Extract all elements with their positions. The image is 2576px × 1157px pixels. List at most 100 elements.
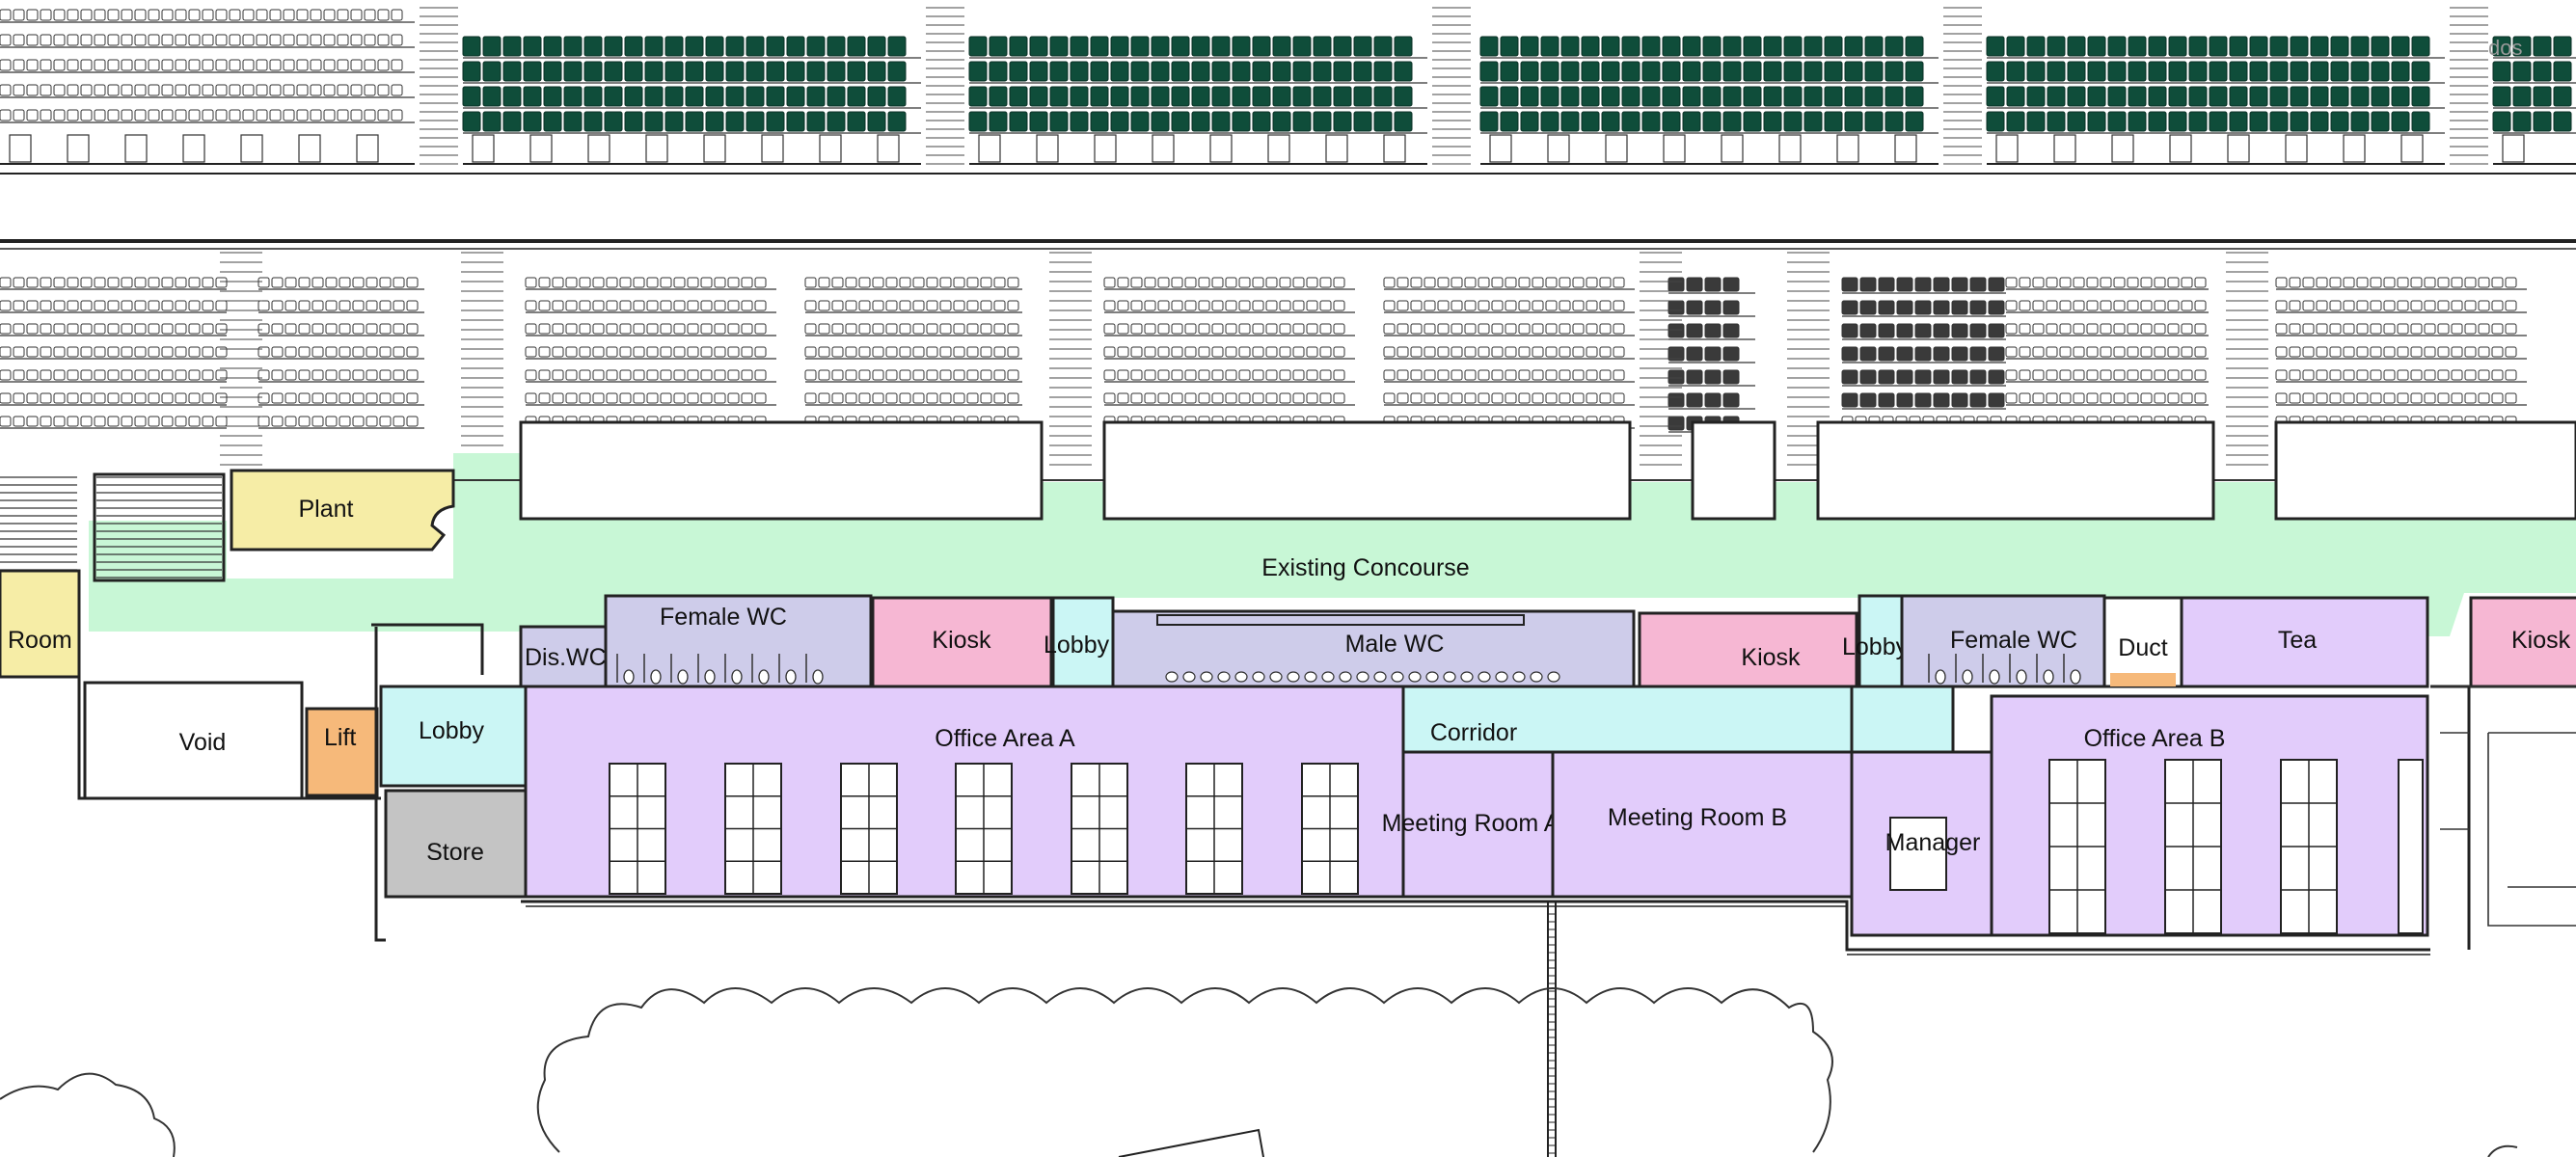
seat — [858, 300, 871, 311]
toilet-icon — [758, 669, 770, 685]
seat — [1601, 36, 1620, 57]
seat — [746, 36, 765, 57]
seat — [161, 323, 174, 335]
seat — [1211, 36, 1231, 57]
seat — [633, 346, 645, 358]
seat — [786, 111, 805, 132]
kiosk-c-label: Kiosk — [2511, 627, 2571, 654]
seat — [2128, 36, 2147, 57]
seat — [283, 9, 295, 21]
seat — [1265, 346, 1278, 358]
seat — [1144, 323, 1156, 335]
seat — [1572, 346, 1585, 358]
seat — [543, 36, 562, 57]
seat — [579, 277, 591, 288]
seat — [2087, 61, 2106, 82]
seat — [1641, 111, 1661, 132]
seat — [1070, 61, 1089, 82]
seat — [2249, 111, 2268, 132]
seat — [0, 416, 12, 427]
seat — [1070, 86, 1089, 107]
meeting-room-b — [1551, 750, 1854, 899]
seat — [523, 86, 542, 107]
seat — [107, 34, 120, 46]
seat — [1272, 61, 1291, 82]
seat — [2343, 323, 2355, 335]
seat — [2478, 346, 2490, 358]
seat — [2059, 277, 2072, 288]
seat — [271, 392, 284, 404]
seat — [121, 300, 133, 311]
seat — [1009, 36, 1028, 57]
seat — [727, 369, 740, 381]
seat — [1117, 300, 1129, 311]
seat — [1520, 36, 1539, 57]
seat — [2505, 369, 2517, 381]
box-seat — [9, 134, 32, 163]
seat — [2167, 277, 2180, 288]
seat — [2371, 36, 2390, 57]
seat — [2478, 277, 2490, 288]
seat — [2356, 323, 2369, 335]
seat — [1704, 346, 1722, 362]
seat — [2302, 323, 2315, 335]
seat — [525, 346, 537, 358]
seat — [1599, 369, 1612, 381]
seat — [2383, 346, 2396, 358]
box-seat — [2053, 134, 2076, 163]
urinal-icon — [1478, 671, 1491, 683]
seat — [482, 36, 502, 57]
toilet-icon — [2043, 669, 2054, 685]
seat — [1914, 300, 1932, 315]
seat — [604, 36, 623, 57]
seat — [926, 392, 938, 404]
seat — [2127, 323, 2139, 335]
seat — [1306, 323, 1318, 335]
seat — [1211, 346, 1224, 358]
seat — [2019, 323, 2031, 335]
seat — [1464, 346, 1477, 358]
seat — [1110, 111, 1129, 132]
seat — [2188, 61, 2208, 82]
urinal-icon — [1182, 671, 1196, 683]
seat — [350, 34, 363, 46]
seat — [989, 111, 1008, 132]
seat — [552, 392, 564, 404]
seat — [188, 300, 201, 311]
seat — [2371, 111, 2390, 132]
seat — [1070, 36, 1089, 57]
seat — [2512, 36, 2532, 57]
seat — [258, 277, 270, 288]
urinal-icon — [1373, 671, 1387, 683]
toilet-icon — [2016, 669, 2027, 685]
seat — [725, 36, 745, 57]
seat — [912, 277, 925, 288]
seat — [579, 369, 591, 381]
seat — [242, 59, 255, 71]
manager-label: Manager — [1885, 829, 1981, 856]
seat — [624, 86, 643, 107]
seat — [1841, 369, 1858, 385]
seat — [339, 392, 351, 404]
seat — [1090, 86, 1109, 107]
seat — [482, 111, 502, 132]
seat — [13, 300, 25, 311]
seat — [2140, 323, 2153, 335]
seat — [13, 84, 25, 96]
seat — [269, 9, 282, 21]
seat — [766, 86, 785, 107]
seat — [229, 9, 241, 21]
seat — [1292, 392, 1305, 404]
seat — [2127, 300, 2139, 311]
seat — [161, 34, 174, 46]
seat — [2168, 61, 2187, 82]
seat — [2371, 61, 2390, 82]
seat — [2289, 277, 2301, 288]
seat — [727, 346, 740, 358]
seat — [2370, 392, 2382, 404]
seat — [989, 86, 1008, 107]
seat — [339, 323, 351, 335]
seat — [2167, 323, 2180, 335]
seat — [312, 392, 324, 404]
seat — [1702, 86, 1722, 107]
